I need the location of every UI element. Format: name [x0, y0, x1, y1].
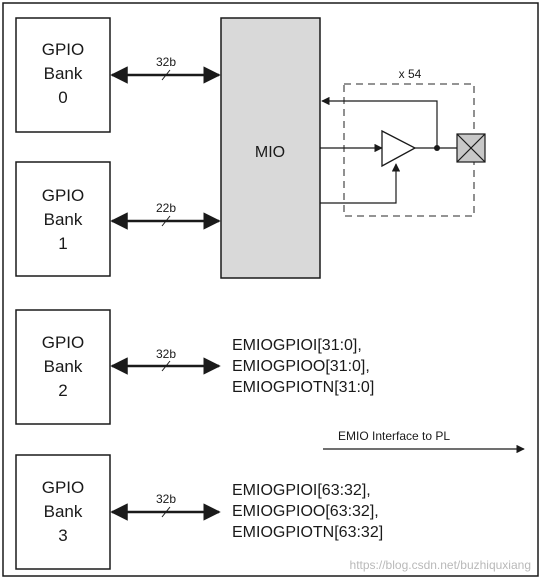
- bank-line: 0: [58, 88, 67, 107]
- tristate-path: [320, 163, 401, 204]
- watermark: https://blog.csdn.net/buzhiquxiang: [350, 558, 531, 572]
- pad-multiplier: x 54: [399, 67, 422, 81]
- gpio-bank-0: GPIO Bank 0: [15, 17, 111, 133]
- bank-line: 1: [58, 234, 67, 253]
- emio-signal: EMIOGPIOO[31:0],: [232, 358, 370, 375]
- bank-box: [15, 309, 111, 425]
- junction-dot: [434, 145, 440, 151]
- mio-label: MIO: [255, 144, 285, 161]
- bank-line: GPIO: [42, 40, 85, 59]
- bus-width-label: 32b: [156, 347, 176, 361]
- bank-line: 3: [58, 526, 67, 545]
- emio-signal: EMIOGPIOI[63:32],: [232, 482, 371, 499]
- gpio-bank-2: GPIO Bank 2: [15, 309, 111, 425]
- bus-slash: [161, 69, 171, 81]
- bus-width-label: 32b: [156, 492, 176, 506]
- gpio-bank-1: GPIO Bank 1: [15, 161, 111, 277]
- bus-slash: [161, 506, 171, 518]
- emio-signal: EMIOGPIOTN[31:0]: [232, 379, 374, 396]
- input-path: [321, 96, 438, 148]
- bank-line: Bank: [44, 502, 83, 521]
- gpio-bank-3: GPIO Bank 3: [15, 454, 111, 570]
- bus-width-label: 22b: [156, 201, 176, 215]
- bus-slash: [161, 215, 171, 227]
- bank-line: Bank: [44, 210, 83, 229]
- outer-frame: [2, 2, 539, 577]
- bank-line: GPIO: [42, 333, 85, 352]
- emio-signal: EMIOGPIOI[31:0],: [232, 337, 362, 354]
- bank-box: [15, 17, 111, 133]
- bank-box: [15, 161, 111, 277]
- emio-interface-label: EMIO Interface to PL: [338, 429, 450, 443]
- bank-box: [15, 454, 111, 570]
- pad-icon: [456, 133, 486, 163]
- tristate-buffer: [381, 129, 417, 168]
- bank-line: GPIO: [42, 186, 85, 205]
- bank-line: 2: [58, 381, 67, 400]
- bank-line: GPIO: [42, 478, 85, 497]
- bus-width-label: 32b: [156, 55, 176, 69]
- emio-signal: EMIOGPIOTN[63:32]: [232, 524, 383, 541]
- emio-signal: EMIOGPIOO[63:32],: [232, 503, 379, 520]
- bank-line: Bank: [44, 357, 83, 376]
- bus-slash: [161, 360, 171, 372]
- bank-line: Bank: [44, 64, 83, 83]
